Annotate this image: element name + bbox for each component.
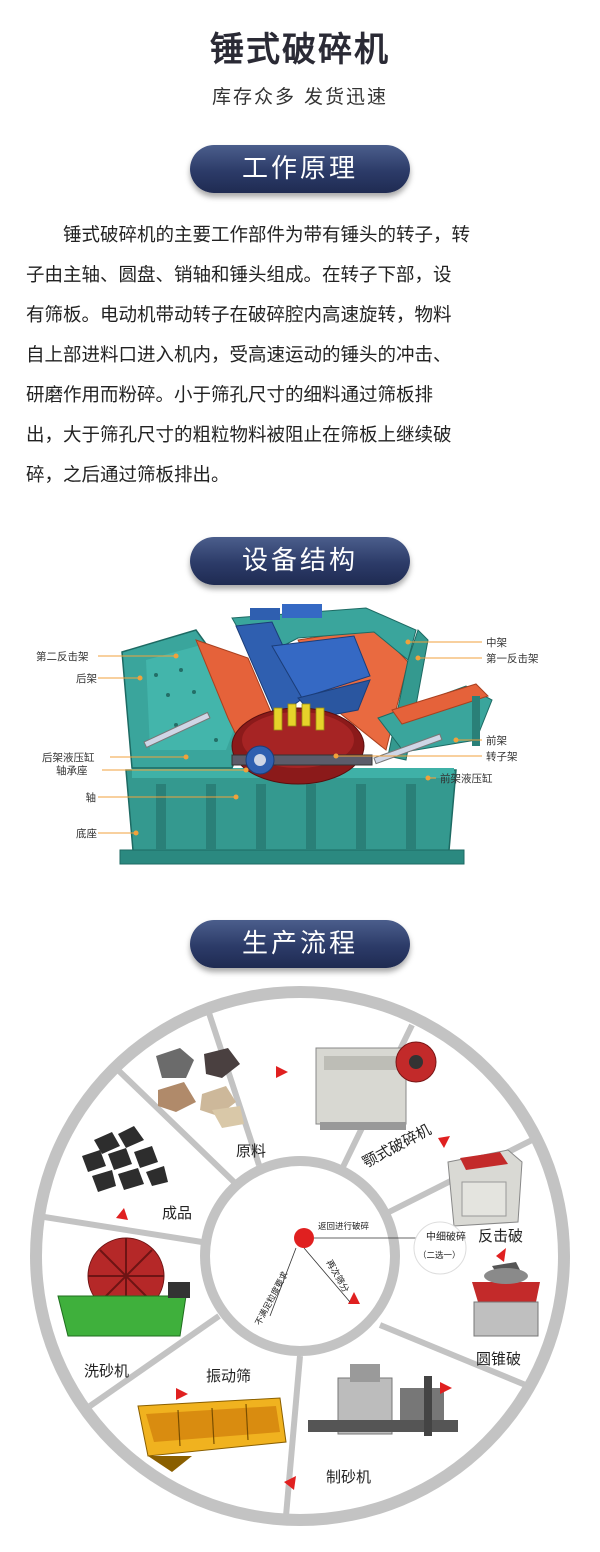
flow-label-finished-product: 成品 [162,1204,192,1222]
section-heading-process: 生产流程 [190,920,410,968]
flow-label-sand-maker: 制砂机 [326,1468,371,1486]
jaw-crusher-image [315,1041,437,1130]
flow-label-raw-material: 原料 [236,1142,266,1160]
flow-label-vibrating-screen: 振动筛 [206,1367,251,1385]
cone-crusher-image [472,1262,540,1337]
vibrating-screen-image [137,1397,287,1472]
paragraph-line: 子由主轴、圆盘、销轴和锤头组成。在转子下部，设 [26,265,452,286]
flow-arrows [116,1066,506,1490]
label-rotor-frame: 转子架 [486,750,518,763]
label-rear-hydraulic-cylinder: 后架液压缸 [42,751,95,764]
label-first-impact-frame: 第一反击架 [486,652,539,665]
production-flow-diagram: 原料 颚式破碎机 反击破 圆锥破 [30,986,570,1526]
flow-hub [294,1228,314,1248]
impact-crusher-image [447,1149,523,1227]
flow-label-impact-crusher: 反击破 [478,1227,523,1245]
label-rear-frame: 后架 [76,673,97,685]
label-front-frame: 前架 [486,734,507,747]
flow-label-cone-crusher: 圆锥破 [476,1350,521,1368]
paragraph-line: 碎，之后通过筛板排出。 [26,465,230,486]
label-second-impact-frame: 第二反击架 [36,650,89,663]
sand-maker-image [308,1364,458,1436]
section-heading-principle: 工作原理 [190,145,410,193]
inner-flow [269,1221,467,1317]
paragraph-line: 有筛板。电动机带动转子在破碎腔内高速旋转，物料 [26,305,452,326]
impact-plates [235,604,371,719]
section-heading-structure: 设备结构 [190,537,410,585]
shaft-bearing [231,745,373,775]
principle-paragraph: 锤式破碎机的主要工作部件为带有锤头的转子，转 子由主轴、圆盘、销轴和锤头组成。在… [26,216,576,496]
label-bearing-seat: 轴承座 [56,764,88,777]
label-base: 底座 [76,827,97,840]
sand-washer-image [57,1237,190,1337]
paragraph-line: 自上部进料口进入机内，受高速运动的锤头的冲击、 [26,345,452,366]
flow-label-sand-washer: 洗砂机 [84,1362,129,1380]
flow-label-choose-one: （二选一） [418,1250,461,1261]
paragraph-line: 出，大于筛孔尺寸的粗粒物料被阻止在筛板上继续破 [26,425,452,446]
page-title: 锤式破碎机 [210,30,390,70]
front-frame [377,683,493,753]
finished-product-image [82,1126,168,1192]
label-front-hydraulic-cylinder: 前架液压缸 [440,772,493,785]
flow-label-return: 返回进行破碎 [318,1221,370,1232]
label-middle-frame: 中架 [486,636,507,649]
paragraph-line: 研磨作用而粉碎。小于筛孔尺寸的细料通过筛板排 [26,385,434,406]
paragraph-line: 锤式破碎机的主要工作部件为带有锤头的转子，转 [26,225,471,246]
leader-lines [98,639,482,836]
raw-material-image [156,1048,244,1128]
label-shaft: 轴 [86,791,97,804]
page-subtitle: 库存众多 发货迅速 [211,86,389,108]
flow-label-fine-crushing: 中细破碎 [426,1230,466,1243]
crusher-structure-diagram: 第二反击架 后架 后架液压缸 轴承座 轴 底座 中架 第一反击架 前架 转子架 … [36,604,539,865]
